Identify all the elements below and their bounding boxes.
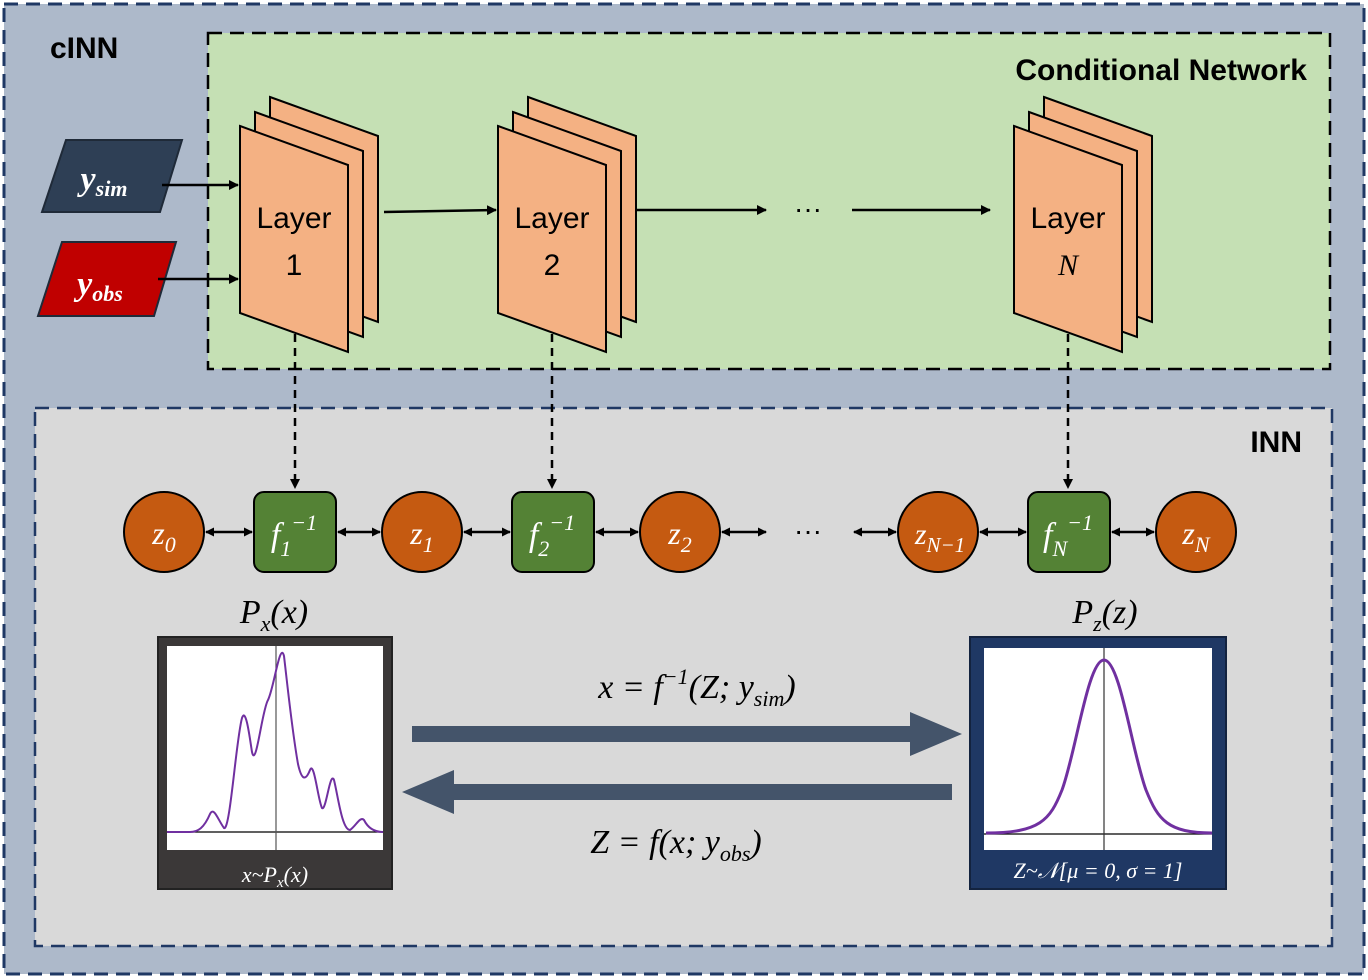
layer-2-number: 2 bbox=[544, 249, 561, 282]
input-yobs-label: yobs bbox=[73, 266, 123, 306]
flow-fn-label: fN−1 bbox=[1043, 510, 1093, 561]
inn-label: INN bbox=[1250, 426, 1302, 459]
latent-zn-node bbox=[1155, 491, 1237, 573]
flow-f1-node bbox=[253, 491, 337, 573]
ellipsis-top: ··· bbox=[794, 193, 822, 224]
latent-z0-label: z0 bbox=[151, 515, 175, 557]
latent-z2-label: z2 bbox=[667, 515, 691, 557]
layer-1-title: Layer bbox=[256, 202, 331, 235]
conditional-network-label: Conditional Network bbox=[1015, 54, 1307, 87]
flow-f2-node bbox=[511, 491, 595, 573]
latent-z2-node bbox=[639, 491, 721, 573]
layer-2-title: Layer bbox=[514, 202, 589, 235]
px-plot-area bbox=[167, 646, 383, 850]
latent-zn1-label: zN−1 bbox=[914, 518, 965, 557]
latent-z1-label: z1 bbox=[409, 515, 433, 557]
cinn-label: cINN bbox=[50, 32, 118, 65]
flow-fn-node bbox=[1027, 491, 1111, 573]
layer-n-title: Layer bbox=[1030, 202, 1105, 235]
pz-title: Pz(z) bbox=[1071, 594, 1137, 636]
latent-zn1-node bbox=[897, 491, 979, 573]
px-caption: x~Px(x) bbox=[241, 862, 308, 891]
ellipsis-bottom: ··· bbox=[794, 515, 822, 546]
latent-z0-node bbox=[123, 491, 205, 573]
px-title: Px(x) bbox=[239, 594, 308, 636]
pz-plot-area bbox=[984, 648, 1212, 850]
latent-zn-label: zN bbox=[1181, 515, 1210, 557]
layer-2-stack bbox=[497, 95, 637, 354]
latent-z1-node bbox=[381, 491, 463, 573]
px-curve bbox=[167, 651, 384, 833]
layer-n-stack bbox=[1013, 95, 1153, 354]
forward-arrow bbox=[412, 712, 962, 756]
input-ysim-shape bbox=[40, 139, 184, 213]
layer-1-stack bbox=[239, 95, 379, 354]
input-ysim-label: ysim bbox=[77, 161, 128, 201]
arrow-layer1-to-layer2 bbox=[383, 205, 497, 216]
forward-equation: x = f−1(Z; ysim) bbox=[597, 664, 795, 711]
layer-n-number: N bbox=[1057, 249, 1080, 282]
pz-curve bbox=[985, 658, 1213, 835]
layer-1-number: 1 bbox=[286, 249, 303, 282]
inverse-arrow bbox=[402, 770, 952, 814]
input-yobs-shape bbox=[36, 241, 178, 317]
pz-caption: Z~𝒩[μ = 0, σ = 1] bbox=[1014, 858, 1183, 883]
